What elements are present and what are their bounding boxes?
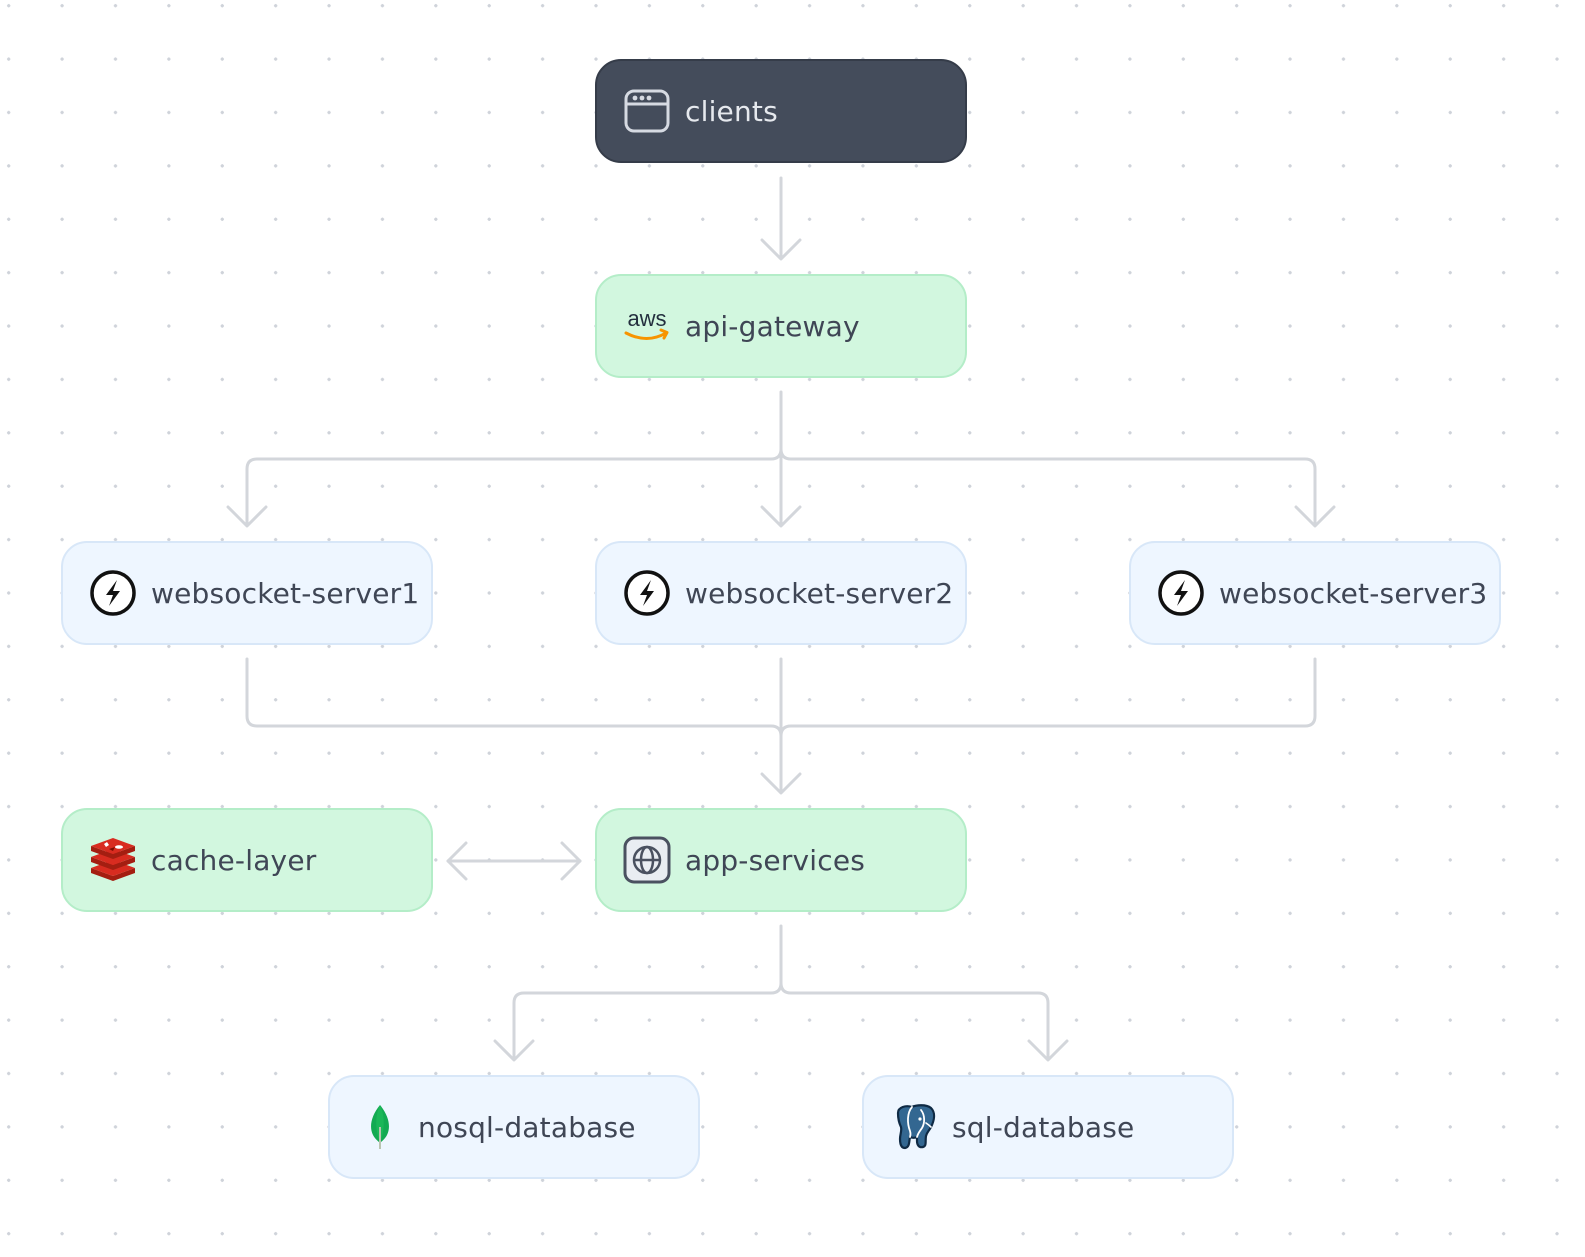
node-label: websocket-server3: [1219, 576, 1488, 610]
arrowhead: [1294, 505, 1336, 528]
postgresql-elephant-icon: [888, 1101, 940, 1153]
globe-icon: [621, 834, 673, 886]
node-label: clients: [685, 94, 778, 128]
socket-io-icon: [621, 567, 673, 619]
node-websocket-server2[interactable]: websocket-server2: [595, 541, 967, 645]
arrowhead: [760, 238, 802, 261]
socket-io-icon: [87, 567, 139, 619]
socket-io-icon: [1155, 567, 1207, 619]
node-cache-layer[interactable]: cache-layer: [61, 808, 433, 912]
node-label: websocket-server1: [151, 576, 420, 610]
arrowhead: [760, 505, 802, 528]
redis-icon: [87, 834, 139, 886]
node-app-services[interactable]: app-services: [595, 808, 967, 912]
node-websocket-server1[interactable]: websocket-server1: [61, 541, 433, 645]
mongodb-leaf-icon: [354, 1101, 406, 1153]
edge-app-services-to-sql: [779, 981, 1050, 1061]
node-label: app-services: [685, 843, 866, 877]
aws-logo-text: aws: [627, 306, 666, 331]
arrowhead: [446, 841, 468, 881]
node-websocket-server3[interactable]: websocket-server3: [1129, 541, 1501, 645]
arrowhead: [226, 505, 268, 528]
arrowhead: [493, 1039, 535, 1062]
node-sql-database[interactable]: sql-database: [862, 1075, 1234, 1179]
edge-ws1-to-app-services: [245, 657, 783, 738]
node-label: websocket-server2: [685, 576, 954, 610]
aws-logo-icon: aws: [621, 300, 673, 352]
arrowhead: [560, 841, 582, 881]
edge-ws3-to-app-services: [779, 657, 1317, 738]
arrowhead: [760, 772, 802, 795]
edge-api-gateway-to-ws3: [779, 447, 1317, 527]
node-label: cache-layer: [151, 843, 317, 877]
edge-api-gateway-to-ws1: [245, 390, 783, 527]
browser-window-icon: [621, 85, 673, 137]
arrowhead: [1027, 1039, 1069, 1062]
node-label: sql-database: [952, 1110, 1135, 1144]
node-label: nosql-database: [418, 1110, 636, 1144]
node-api-gateway[interactable]: aws api-gateway: [595, 274, 967, 378]
node-clients[interactable]: clients: [595, 59, 967, 163]
node-nosql-database[interactable]: nosql-database: [328, 1075, 700, 1179]
edge-app-services-to-nosql: [512, 924, 783, 1061]
node-label: api-gateway: [685, 309, 860, 343]
